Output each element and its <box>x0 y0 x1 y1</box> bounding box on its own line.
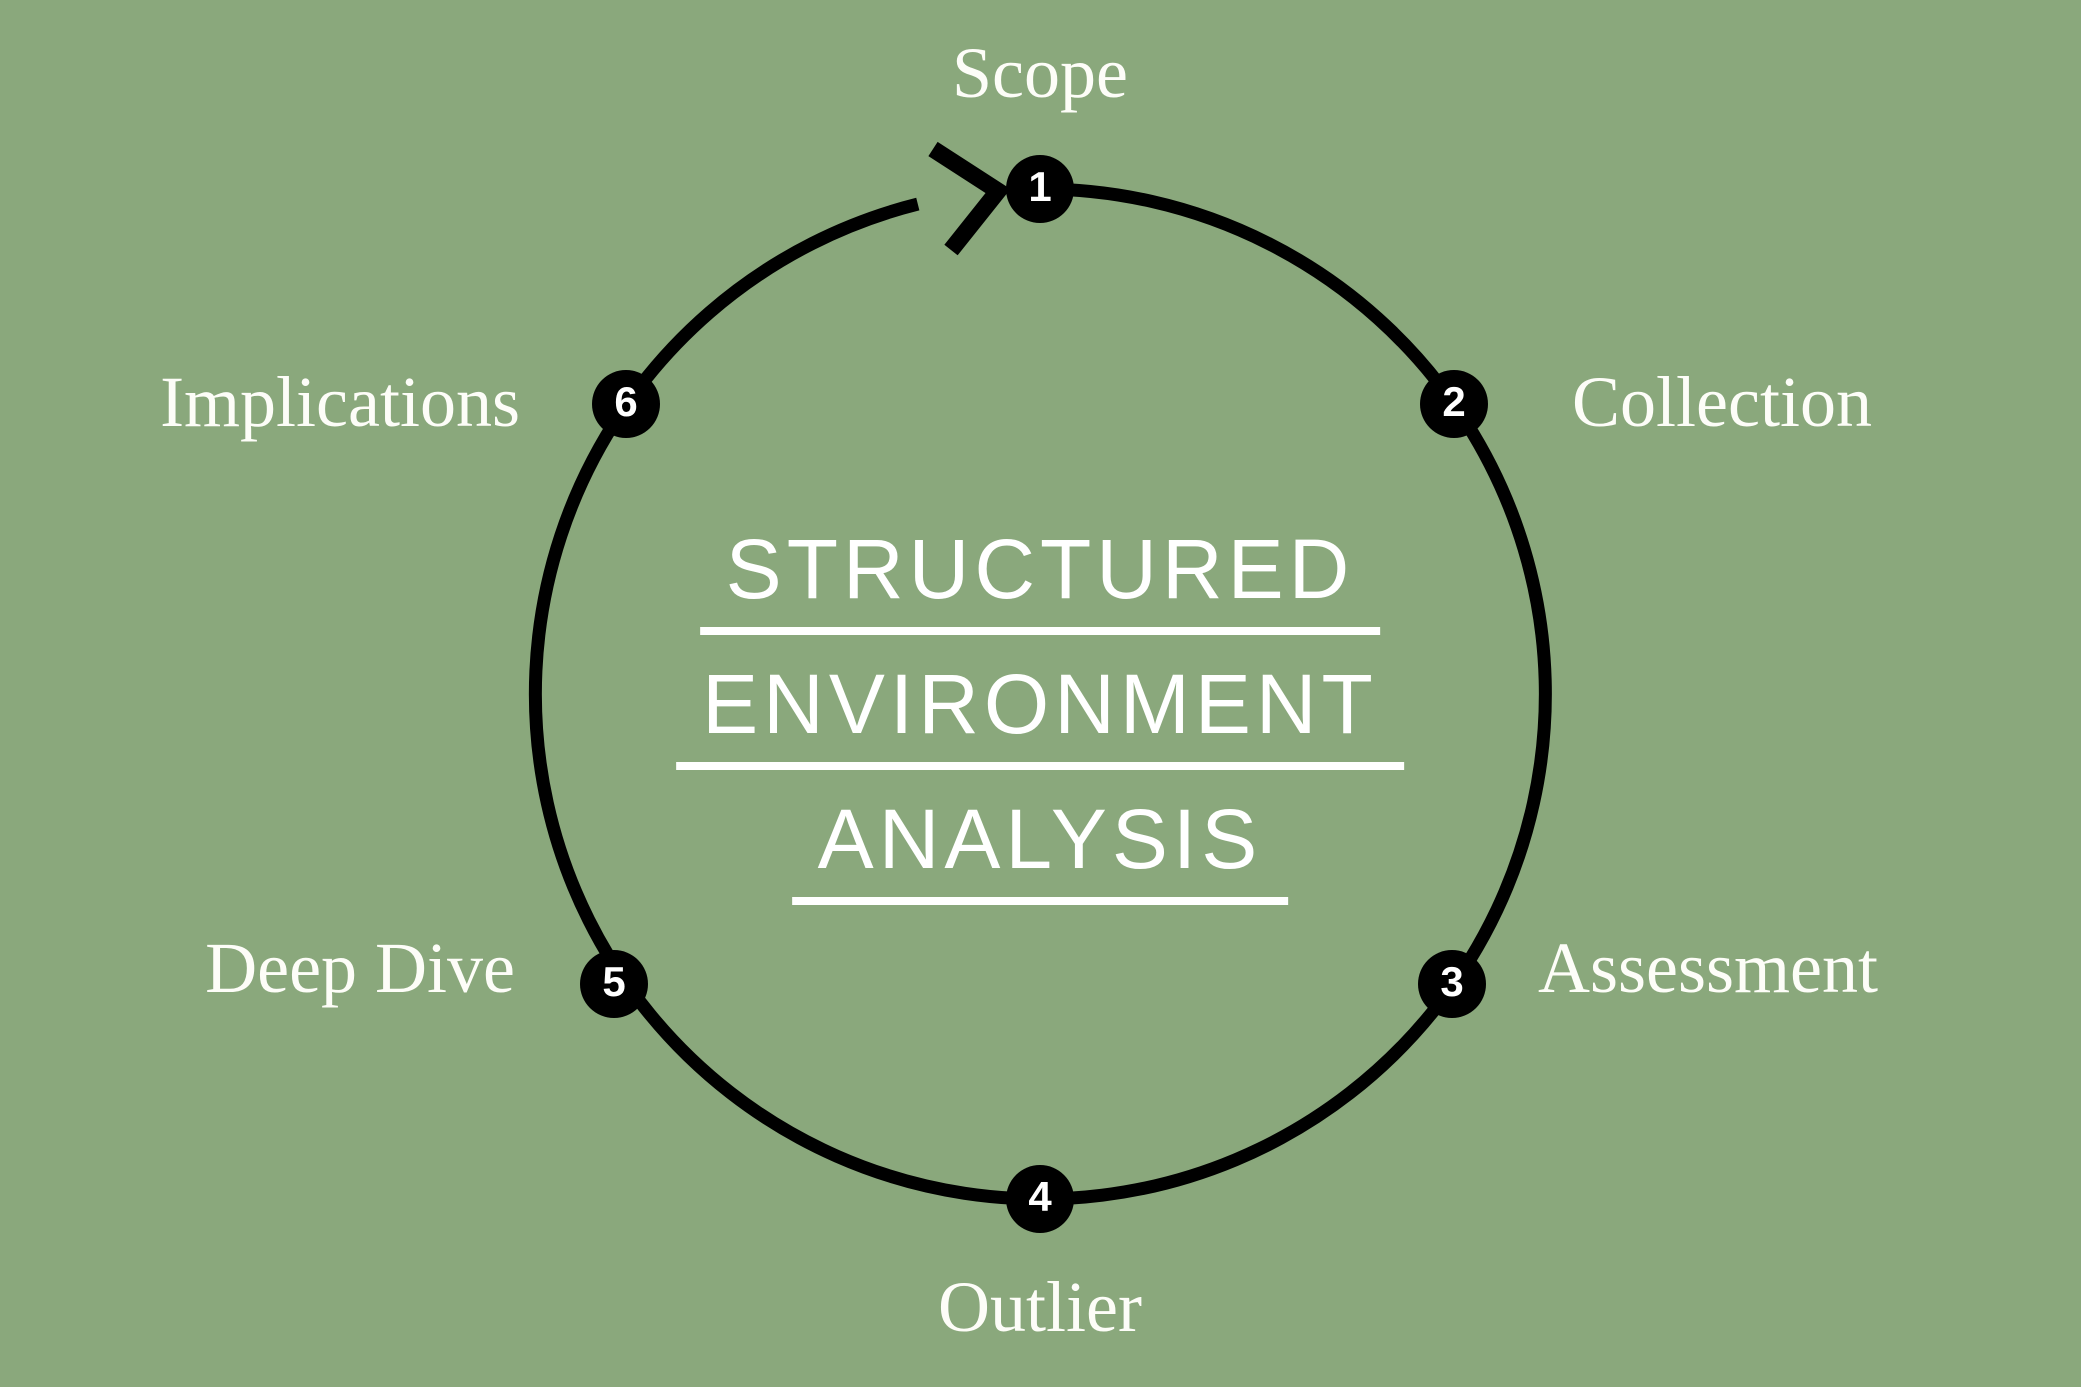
step-number-1: 1 <box>1028 163 1052 210</box>
step-node-4: 4 <box>1006 1165 1074 1233</box>
title-line-2: ENVIRONMENT <box>676 662 1404 770</box>
step-node-3: 3 <box>1418 950 1486 1018</box>
step-label-outlier: Outlier <box>938 1267 1142 1347</box>
step-label-assessment: Assessment <box>1538 928 1878 1008</box>
step-number-4: 4 <box>1028 1173 1052 1220</box>
step-node-5: 5 <box>580 950 648 1018</box>
step-number-3: 3 <box>1440 958 1464 1005</box>
step-number-6: 6 <box>614 378 638 425</box>
step-label-collection: Collection <box>1572 362 1872 442</box>
step-node-2: 2 <box>1420 370 1488 438</box>
step-label-implications: Implications <box>160 362 520 442</box>
title-line-3: ANALYSIS <box>791 797 1289 905</box>
step-label-scope: Scope <box>952 33 1128 113</box>
step-label-deep-dive: Deep Dive <box>205 928 515 1008</box>
title-line-1: STRUCTURED <box>699 527 1381 635</box>
step-node-6: 6 <box>592 370 660 438</box>
diagram-title: STRUCTURED ENVIRONMENT ANALYSIS <box>676 527 1404 905</box>
step-number-2: 2 <box>1442 378 1466 425</box>
flow-arrowhead-icon <box>928 141 1011 256</box>
step-number-5: 5 <box>602 958 626 1005</box>
step-node-1: 1 <box>1006 155 1074 223</box>
